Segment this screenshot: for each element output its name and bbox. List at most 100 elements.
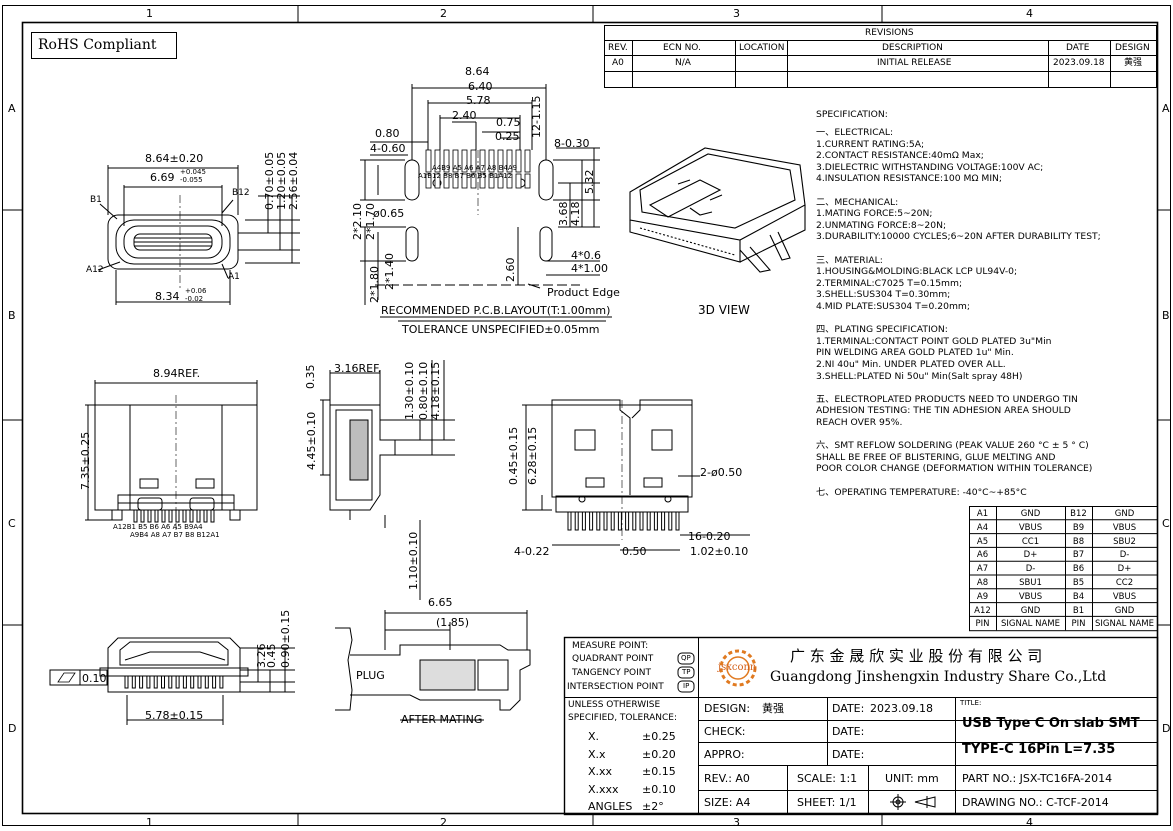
row-label-a-left: A: [8, 102, 16, 115]
end-view-leg: [204, 675, 209, 689]
tangency-point: TANGENCY POINT: [572, 668, 651, 678]
pin-table-cell: VBUS: [1112, 522, 1137, 533]
pin-table-cell: SBU1: [1019, 578, 1042, 588]
rev-row-date: 2023.09.18: [1053, 58, 1105, 68]
end-view-leg: [219, 675, 224, 689]
front-label-a12: A12: [86, 265, 104, 275]
mating-after-label: AFTER MATING: [401, 713, 483, 726]
drawing-number: DRAWING NO.: C-TCF-2014: [962, 796, 1109, 809]
dim-side-445: 4.45±0.10: [305, 411, 318, 470]
spec-line: 2.NI 40u" Min. UNDER PLATED OVER ALL.: [816, 359, 1006, 370]
spec-line: 2.UNMATING FORCE:8~20N;: [816, 219, 947, 231]
top-view-leg: [196, 509, 201, 523]
intersection-point: INTERSECTION POINT: [567, 682, 664, 692]
dim-end-578: 5.78±0.15: [145, 709, 204, 722]
pin-table-cell: VBUS: [1112, 591, 1137, 602]
dim-pcb-640: 6.40: [468, 80, 493, 93]
spec-line: 3.DURABILITY:10000 CYCLES;6~20N AFTER DU…: [816, 231, 1101, 243]
dim-top-height: 7.35±0.25: [79, 431, 92, 490]
pcb-pad: [488, 149, 495, 173]
row-label-b-left: B: [8, 309, 16, 322]
dim-pcb-12-115: 12-1.15: [530, 95, 543, 138]
tolerance-value: ±2°: [642, 800, 664, 813]
bottom-view-leg: [632, 511, 637, 531]
sheet-label: SHEET: 1/1: [797, 796, 857, 809]
pin-table-cell: CC1: [1021, 536, 1040, 547]
pin-table-cell: B12: [1070, 509, 1087, 519]
dim-pcb-2-180: 2*1.80: [368, 266, 381, 303]
mating-plug-label: PLUG: [356, 669, 385, 682]
bottom-view-leg: [646, 511, 651, 531]
pin-table-cell: B9: [1072, 522, 1085, 533]
pin-table-cell: A7: [976, 564, 989, 575]
row-label-b-right: B: [1162, 309, 1170, 322]
pcb-pad: [470, 149, 477, 173]
dim-top-ref: 8.94REF.: [153, 367, 201, 380]
dim-pcb-864: 8.64: [465, 65, 490, 78]
end-view-leg: [197, 675, 202, 689]
spec-line: 1.CURRENT RATING:5A;: [816, 138, 925, 150]
top-view-leg: [182, 509, 187, 523]
dim-pcb-080: 0.80: [375, 127, 400, 140]
pcb-pad: [479, 149, 486, 173]
bottom-view-leg: [668, 511, 673, 531]
top-view-leg: [147, 509, 152, 523]
pin-table-cell: A8: [976, 578, 989, 588]
pin-table-cell: A12: [974, 605, 991, 616]
row-label-d-left: D: [8, 722, 17, 735]
measure-point-title: MEASURE POINT:: [572, 641, 649, 651]
pcb-pad: [452, 173, 459, 189]
dim-front-width-inner: 6.69: [150, 171, 175, 184]
dim-side-035: 0.35: [304, 364, 317, 390]
col-label-3-bottom: 3: [733, 816, 740, 829]
pin-table-cell: B5: [1072, 578, 1085, 588]
pin-table-cell: B6: [1072, 564, 1085, 575]
pin-table-cell: A9: [976, 591, 989, 602]
title-label: TITLE:: [960, 699, 982, 707]
spec-line: 4.MID PLATE:SUS304 T=0.20mm;: [816, 301, 970, 312]
date-label-2: DATE:: [832, 725, 865, 738]
dim-pcb-4-060: 4-0.60: [370, 142, 406, 155]
pcb-pad: [524, 173, 531, 189]
qp-symbol: QP: [681, 654, 691, 662]
pin-table-cell: VBUS: [1018, 522, 1043, 533]
rev-row-rev: A0: [612, 58, 624, 68]
pcb-pad: [434, 149, 441, 173]
col-label-1-top: 1: [146, 7, 153, 20]
tp-symbol: TP: [682, 668, 691, 676]
pin-table-cell: B4: [1072, 591, 1085, 602]
rev-header-description: DESCRIPTION: [882, 43, 943, 53]
pin-table-border: [969, 506, 1158, 632]
dim-pcb-532: 5.32: [583, 169, 596, 195]
dim-front-h2: 1.20±0.05: [275, 151, 288, 210]
spec-line: 3.DIELECTRIC WITHSTANDING VOLTAGE:100V A…: [816, 161, 1044, 173]
rev-header-date: DATE: [1066, 43, 1090, 53]
pin-table-cell: GND: [1020, 605, 1041, 616]
company-name-en: Guangdong Jinshengxin Industry Share Co.…: [770, 669, 1107, 685]
col-label-1-bottom: 1: [146, 816, 153, 829]
tolerance-header-1: UNLESS OTHERWISE: [568, 700, 661, 710]
dim-bottom-16020: 16-0.20: [688, 530, 731, 543]
top-view-leg: [210, 509, 215, 523]
tolerance-value: ±0.20: [642, 747, 676, 761]
col-label-2-bottom: 2: [440, 816, 447, 829]
rev-header-rev: REV.: [608, 43, 628, 53]
date-label-1: DATE:: [832, 702, 865, 715]
spec-line: ADHESION TESTING: THE TIN ADHESION AREA …: [816, 405, 1071, 417]
pin-table-cell: VBUS: [1018, 591, 1043, 602]
dim-front-width-top: 8.64±0.20: [145, 152, 204, 165]
dim-bottom-628: 6.28±0.15: [526, 426, 539, 485]
spec-line: 二、MECHANICAL:: [816, 196, 899, 208]
rev-label: REV.: A0: [704, 772, 750, 785]
end-view-leg: [146, 675, 151, 689]
top-view-leg: [133, 509, 138, 523]
rev-header-ecn: ECN NO.: [663, 43, 701, 53]
bottom-view-leg: [610, 511, 615, 531]
company-name-cn: 广 东 金 晟 欣 实 业 股 份 有 限 公 司: [790, 647, 1043, 665]
dim-bottom-4022: 4-0.22: [514, 545, 550, 558]
pin-table-cell: B7: [1072, 550, 1085, 561]
end-view-leg: [161, 675, 165, 689]
part-number: PART NO.: JSX-TC16FA-2014: [962, 772, 1113, 785]
col-label-2-top: 2: [440, 7, 447, 20]
bottom-view-leg: [574, 511, 579, 531]
